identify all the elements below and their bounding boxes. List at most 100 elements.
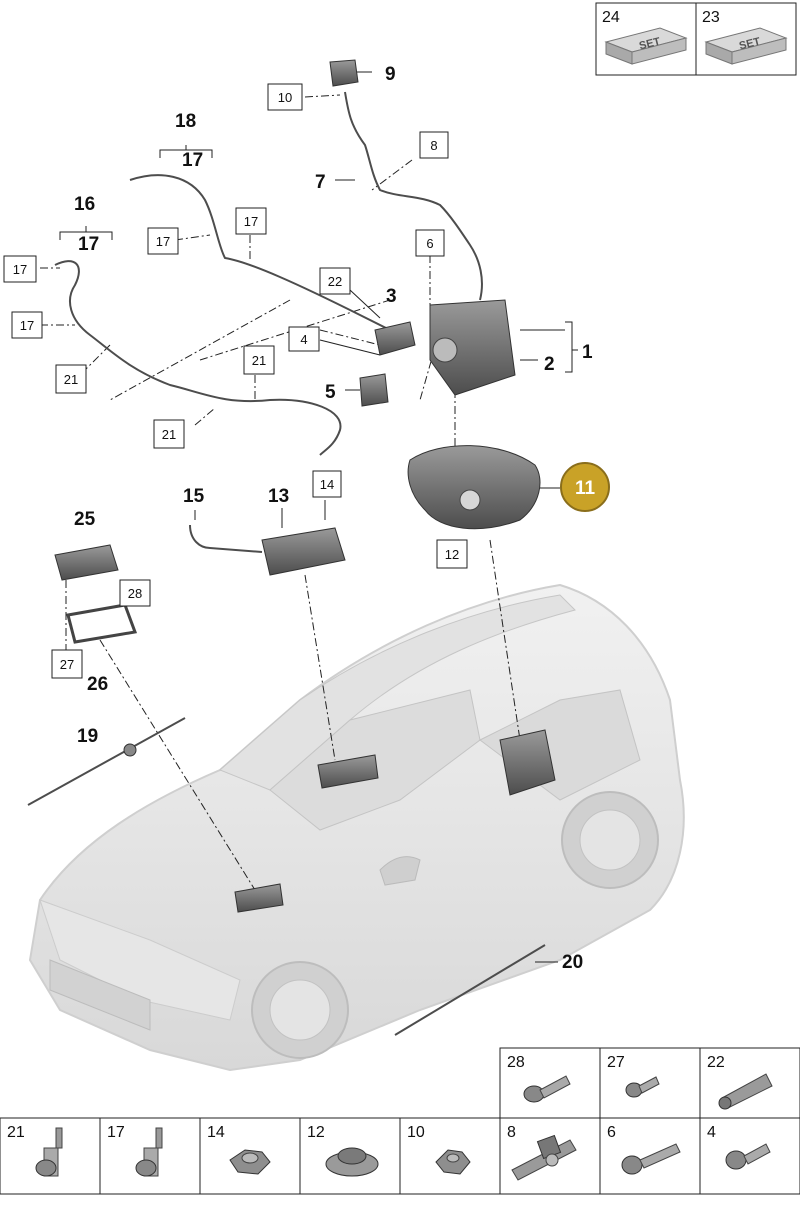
callout-15: 15 [183, 486, 205, 507]
svg-text:SET: SET [638, 36, 662, 53]
box-22: 22 [319, 267, 351, 295]
bolt-icon [725, 1143, 771, 1170]
svg-text:21: 21 [252, 353, 266, 368]
set-panel: 24 SET 23 SET [595, 2, 797, 76]
callout-9: 9 [385, 64, 396, 85]
part-27-frame [66, 603, 138, 644]
hardware-cell-21[interactable]: 21 [7, 1124, 63, 1177]
hardware-cell-8[interactable]: 8 [507, 1124, 577, 1181]
hardware-cell-10[interactable]: 10 [407, 1124, 471, 1175]
part-25-installed [234, 883, 284, 913]
hardware-table-bottom: 21 17 14 12 [0, 1117, 800, 1195]
svg-text:28: 28 [128, 586, 142, 601]
sensor-cables [27, 91, 546, 1036]
callout-2: 2 [544, 354, 555, 375]
svg-text:6: 6 [607, 1124, 616, 1141]
highlight-badge-11[interactable]: 11 [560, 462, 610, 512]
box-12: 12 [436, 539, 468, 569]
callout-26: 26 [87, 674, 108, 695]
set-box-icon: SET [604, 27, 688, 65]
svg-text:23: 23 [702, 9, 720, 26]
hex-nut-icon [229, 1149, 271, 1175]
hardware-cell-27[interactable]: 27 [607, 1054, 660, 1098]
boxed-references: 4 6 8 10 12 14 17 17 17 17 21 21 21 22 2… [3, 83, 468, 679]
set-item-23[interactable]: 23 SET [702, 9, 788, 65]
svg-text:14: 14 [320, 477, 334, 492]
hardware-cell-22[interactable]: 22 [707, 1054, 773, 1110]
part-3-module [374, 321, 416, 356]
hardware-cell-12[interactable]: 12 [307, 1124, 379, 1177]
callout-20: 20 [562, 952, 583, 973]
hardware-cell-6[interactable]: 6 [607, 1124, 681, 1175]
callout-17-under-16: 17 [78, 234, 99, 255]
part-1-control-unit [429, 299, 516, 396]
vehicle-silhouette [28, 583, 685, 1072]
solid-leaders [59, 71, 578, 963]
svg-text:10: 10 [278, 90, 292, 105]
hardware-table-top: 28 27 22 [499, 1047, 800, 1119]
hardware-cell-14[interactable]: 14 [207, 1124, 271, 1175]
svg-text:17: 17 [156, 234, 170, 249]
svg-text:11: 11 [575, 478, 596, 499]
box-21-lower: 21 [153, 419, 185, 449]
hardware-cell-17[interactable]: 17 [107, 1124, 163, 1177]
box-10: 10 [267, 83, 303, 111]
part-9-sensor [329, 59, 359, 87]
callout-25: 25 [74, 509, 96, 530]
part-2-connector [432, 337, 458, 363]
box-6: 6 [415, 229, 445, 257]
short-bolt-icon [625, 1076, 660, 1098]
part-13-installed [317, 754, 379, 789]
cable-clip-icon [135, 1127, 163, 1177]
cable-clip-icon [35, 1127, 63, 1177]
set-box-icon: SET [704, 27, 788, 65]
svg-text:12: 12 [307, 1124, 325, 1141]
set-item-24[interactable]: 24 SET [602, 9, 688, 65]
svg-text:SET: SET [738, 36, 762, 53]
svg-text:27: 27 [60, 657, 74, 672]
part-19-grommet [123, 743, 137, 757]
bracket-clip-icon [511, 1134, 577, 1181]
box-17-upper: 17 [235, 207, 267, 235]
pin-icon [718, 1073, 773, 1110]
svg-text:28: 28 [507, 1054, 525, 1071]
svg-text:6: 6 [426, 236, 433, 251]
svg-text:22: 22 [328, 274, 342, 289]
part-13-sensor [261, 527, 346, 576]
svg-text:21: 21 [7, 1124, 25, 1141]
svg-text:4: 4 [707, 1124, 716, 1141]
box-17-left-mid: 17 [11, 311, 43, 339]
callout-19: 19 [77, 726, 98, 747]
callout-numbers: 1 2 3 5 7 9 13 15 16 17 18 17 19 20 25 2… [74, 64, 593, 973]
box-27: 27 [51, 649, 83, 679]
svg-text:8: 8 [507, 1124, 516, 1141]
svg-text:17: 17 [13, 262, 27, 277]
hardware-cell-4[interactable]: 4 [707, 1124, 771, 1170]
svg-text:14: 14 [207, 1124, 225, 1141]
box-17-left-top: 17 [3, 255, 37, 283]
hex-nut-icon [435, 1149, 471, 1175]
svg-text:24: 24 [602, 9, 620, 26]
callout-1: 1 [582, 342, 593, 363]
svg-text:4: 4 [300, 332, 307, 347]
box-14: 14 [312, 470, 342, 498]
svg-text:8: 8 [430, 138, 437, 153]
part-5-bracket [359, 373, 389, 407]
callout-16: 16 [74, 194, 95, 215]
flange-nut-icon [325, 1147, 379, 1177]
svg-text:10: 10 [407, 1124, 425, 1141]
svg-text:21: 21 [64, 372, 78, 387]
svg-text:17: 17 [20, 318, 34, 333]
part-11-cover [407, 445, 541, 530]
callout-17-under-18: 17 [182, 150, 203, 171]
callout-3: 3 [386, 286, 397, 307]
svg-text:17: 17 [244, 214, 258, 229]
svg-text:21: 21 [162, 427, 176, 442]
callout-5: 5 [325, 382, 336, 403]
box-21-left: 21 [55, 364, 87, 394]
parts [54, 59, 556, 913]
hardware-cell-28[interactable]: 28 [507, 1054, 571, 1103]
box-17-center: 17 [147, 227, 179, 255]
part-25-module [54, 544, 119, 581]
